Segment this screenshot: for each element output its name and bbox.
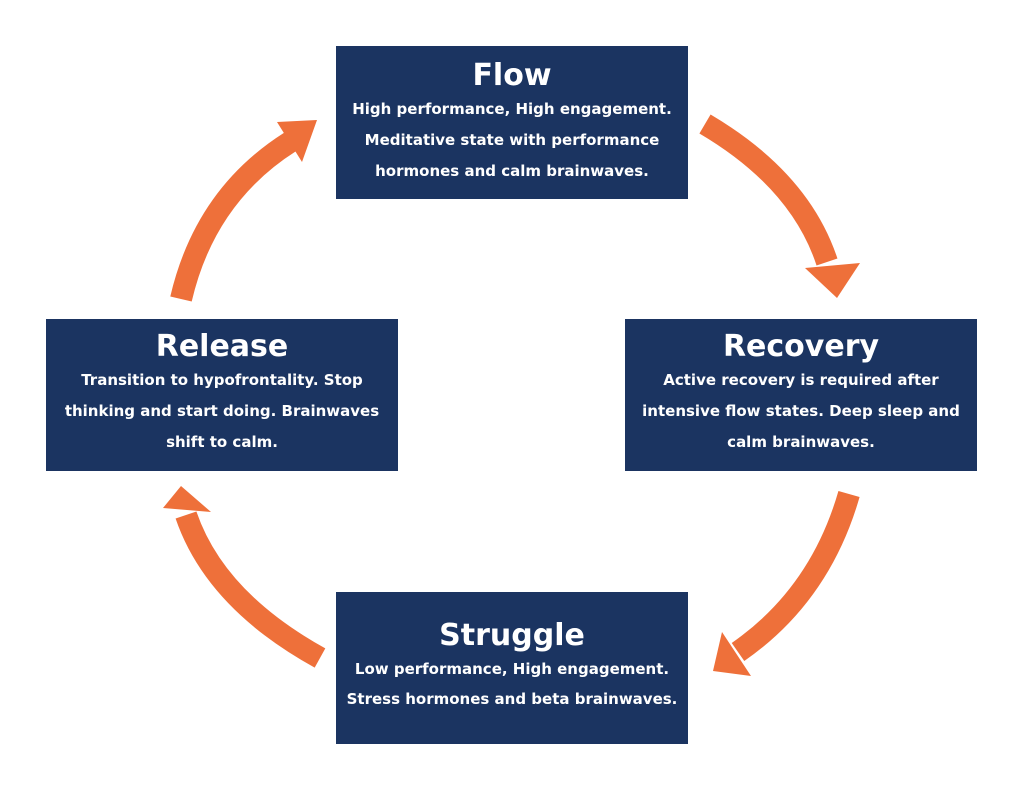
stage-box-struggle: Struggle Low performance, High engagemen… — [336, 592, 688, 744]
stage-title-struggle: Struggle — [439, 618, 585, 653]
arrow-release-to-flow — [170, 120, 317, 302]
stage-desc-line: calm brainwaves. — [727, 433, 875, 451]
stage-desc-line: Stress hormones and beta brainwaves. — [346, 690, 678, 708]
stage-desc-line: hormones and calm brainwaves. — [375, 162, 649, 180]
stage-desc-line: intensive flow states. Deep sleep and — [642, 402, 960, 420]
stage-title-release: Release — [155, 329, 289, 364]
arrow-recovery-to-struggle — [713, 490, 860, 676]
stage-desc-line: Low performance, High engagement. — [354, 660, 670, 678]
stage-desc-line: Active recovery is required after — [663, 371, 939, 389]
stage-desc-line: shift to calm. — [166, 433, 278, 451]
stage-desc-line: thinking and start doing. Brainwaves — [64, 402, 380, 420]
stage-box-release: Release Transition to hypofrontality. St… — [46, 319, 398, 471]
stage-title-flow: Flow — [472, 58, 552, 93]
arrow-struggle-to-release — [163, 486, 326, 668]
arrow-flow-to-recovery — [699, 114, 860, 298]
stage-desc-line: Meditative state with performance — [364, 131, 660, 149]
stage-desc-line: Transition to hypofrontality. Stop — [81, 371, 363, 389]
stage-box-recovery: Recovery Active recovery is required aft… — [625, 319, 977, 471]
stage-desc-line: High performance, High engagement. — [352, 100, 672, 118]
stage-box-flow: Flow High performance, High engagement. … — [336, 46, 688, 199]
stage-title-recovery: Recovery — [722, 329, 880, 364]
